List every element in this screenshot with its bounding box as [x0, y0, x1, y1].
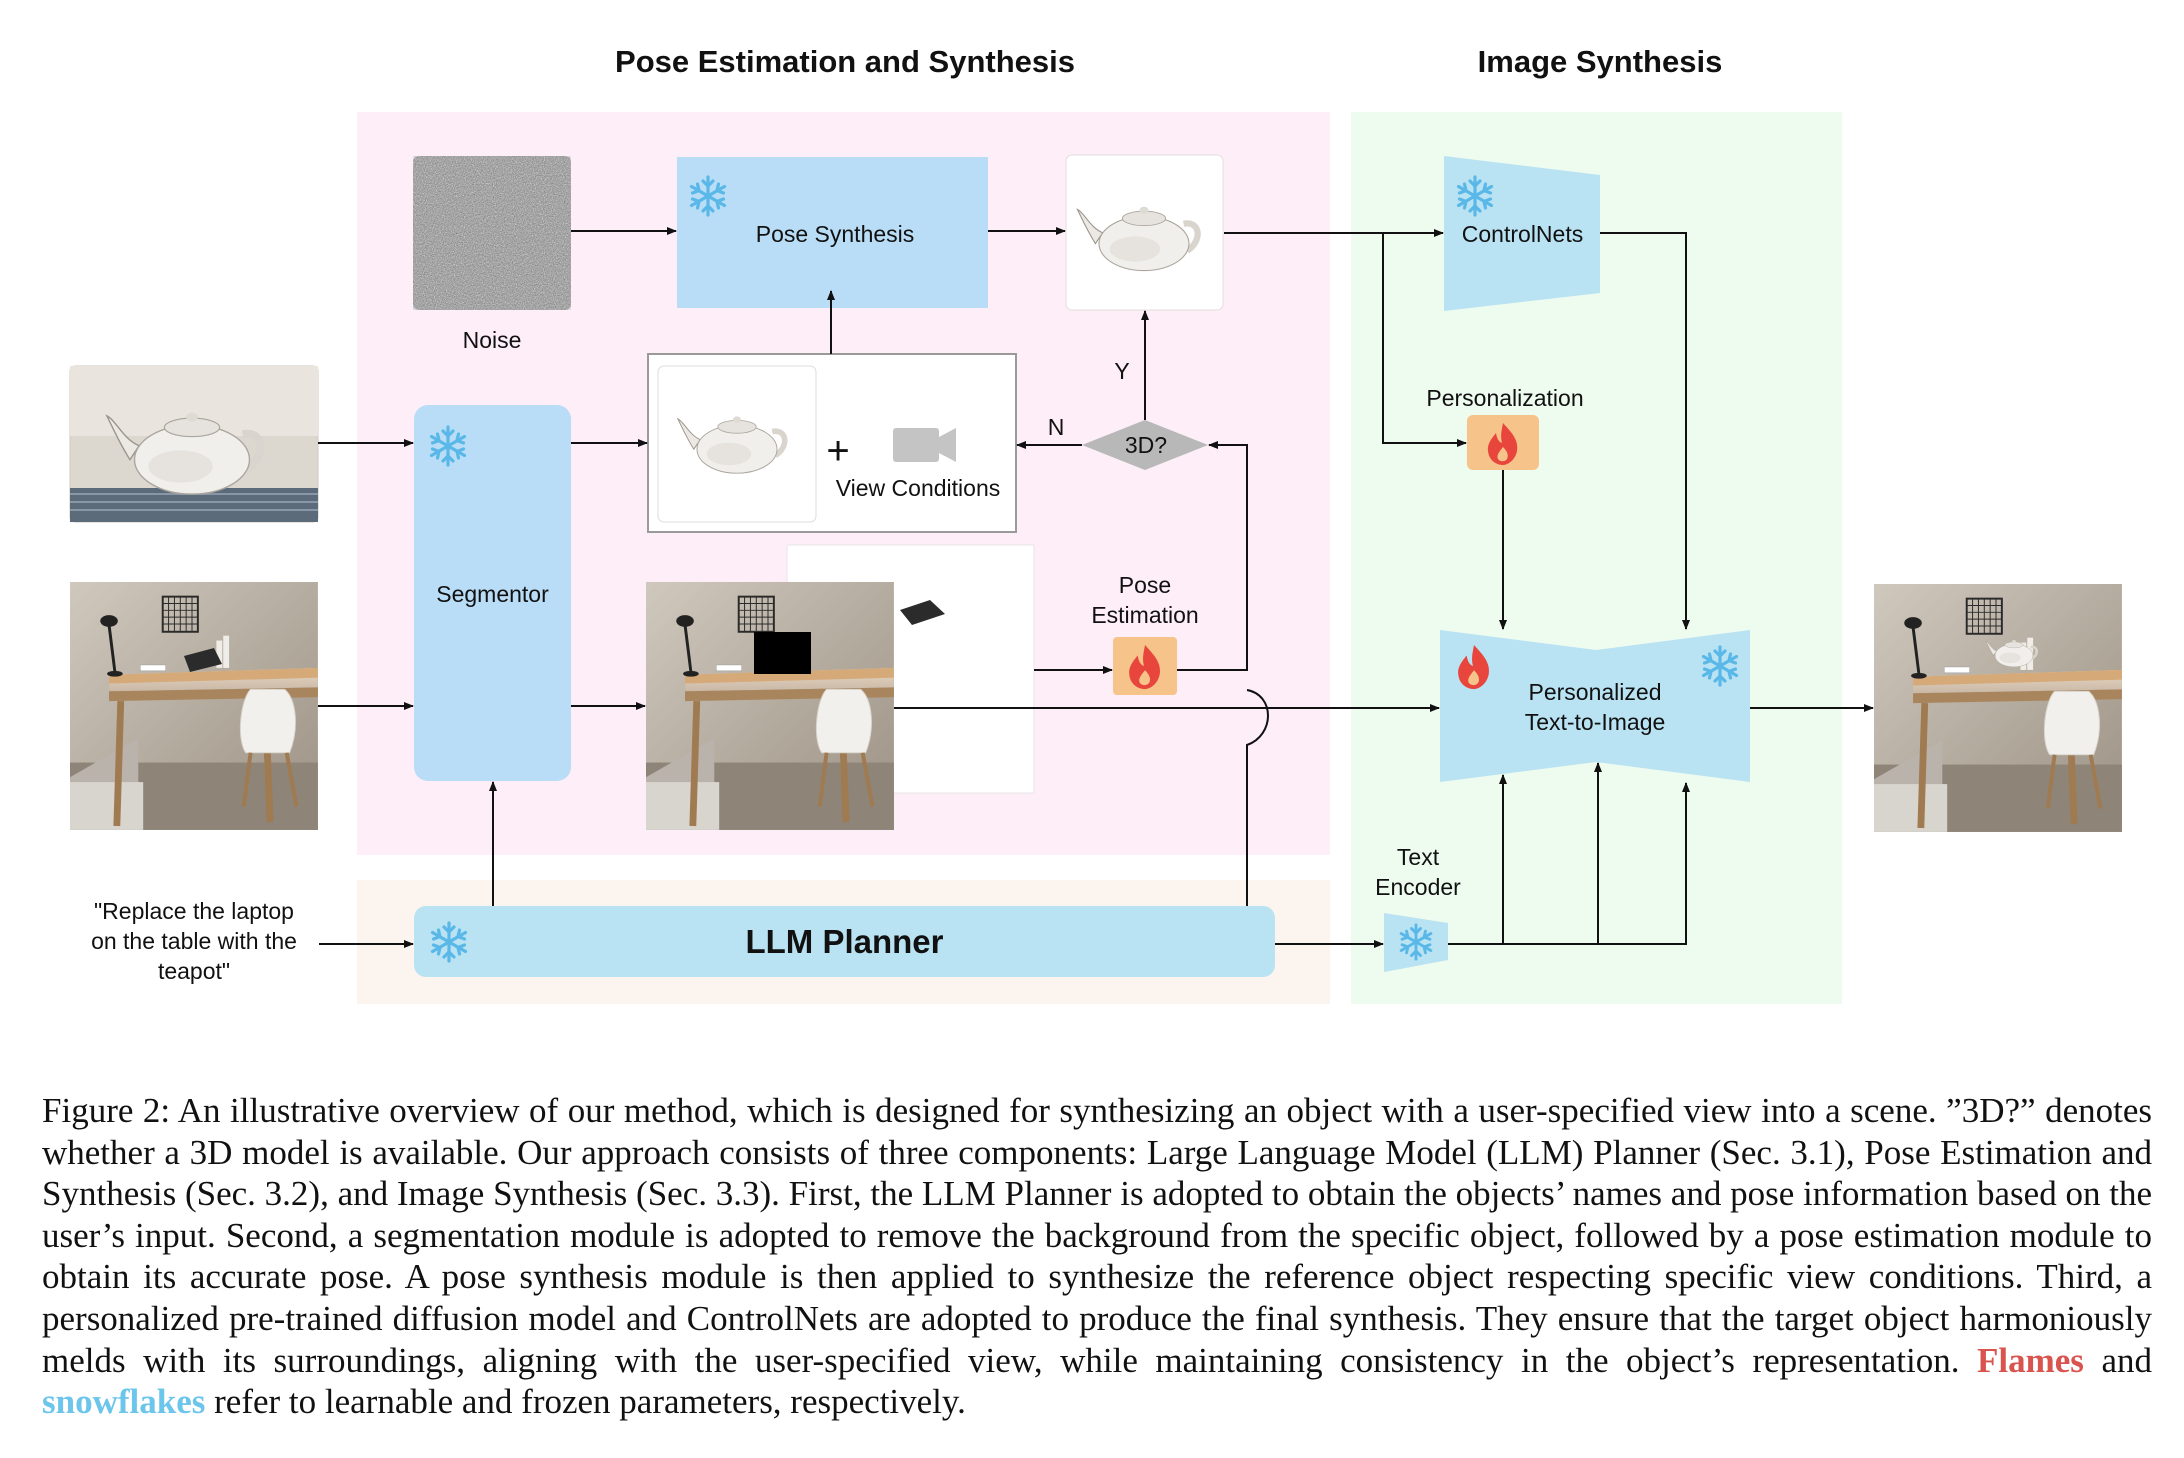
plus-sign: +: [826, 429, 850, 473]
noise-image: [413, 156, 571, 310]
llm-planner-label: LLM Planner: [745, 923, 944, 960]
3d-decision-diamond: [1082, 420, 1208, 470]
personalization-label: Personalization: [1426, 385, 1584, 411]
caption-and: and: [2101, 1340, 2153, 1380]
personalized-t2i-block: [1440, 630, 1750, 782]
synthesized-teapot-card: [1065, 154, 1224, 311]
segmentor-label: Segmentor: [436, 581, 549, 607]
output-scene-image: [1874, 584, 2122, 832]
caption-main: Figure 2: An illustrative overview of ou…: [42, 1091, 2152, 1380]
prompt-line2: on the table with the: [91, 928, 297, 954]
segmentor-block: [414, 405, 571, 781]
caption-snowflakes: snowflakes: [42, 1382, 206, 1422]
input-teapot-image: [69, 365, 319, 523]
input-scene-image: [70, 582, 318, 830]
t2i-label-line2: Text-to-Image: [1524, 709, 1666, 735]
controlnets-block: [1444, 156, 1600, 311]
arrows: [318, 227, 1874, 948]
prompt-line3: teapot": [157, 958, 231, 984]
view-conditions-label: View Conditions: [835, 475, 1001, 501]
decision-label: 3D?: [1124, 432, 1168, 458]
laptop: [184, 648, 222, 672]
pose-synthesis-label: Pose Synthesis: [755, 221, 915, 247]
noise-label: Noise: [462, 327, 522, 353]
caption-tail: refer to learnable and frozen parameters…: [214, 1382, 966, 1422]
image-section-title: Image Synthesis: [1477, 44, 1723, 79]
pose-section-title: Pose Estimation and Synthesis: [615, 44, 1075, 79]
camera-icon: [893, 428, 956, 462]
t2i-label-line1: Personalized: [1528, 679, 1662, 705]
prompt-line1: "Replace the laptop: [94, 898, 294, 924]
masked-scene-image: [646, 582, 894, 830]
yes-label: Y: [1114, 358, 1130, 384]
segmented-laptop: [900, 600, 945, 625]
text-encoder-label-line1: Text: [1396, 844, 1440, 870]
controlnets-label: ControlNets: [1461, 221, 1584, 247]
caption-flames: Flames: [1977, 1340, 2084, 1380]
pose-estimation-label-line2: Estimation: [1091, 602, 1199, 628]
pose-estimation-label-line1: Pose: [1118, 572, 1172, 598]
no-label: N: [1047, 414, 1065, 440]
llm-planner-block: LLM Planner: [414, 906, 1275, 977]
text-encoder-label-line2: Encoder: [1375, 874, 1461, 900]
figure-caption: Figure 2: An illustrative overview of ou…: [42, 1090, 2152, 1423]
